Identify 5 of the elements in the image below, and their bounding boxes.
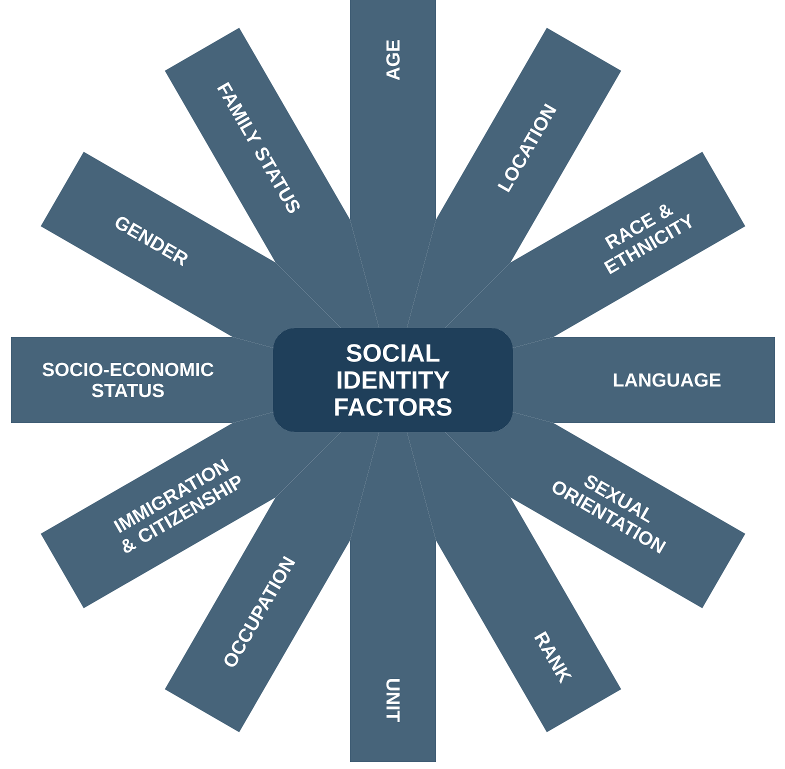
center-box: SOCIAL IDENTITY FACTORS [273,328,513,432]
band: UNIT [350,432,436,762]
band: AGE [350,0,436,328]
band: LANGUAGE [512,337,775,423]
band: SOCIO-ECONOMIC STATUS [11,337,274,423]
